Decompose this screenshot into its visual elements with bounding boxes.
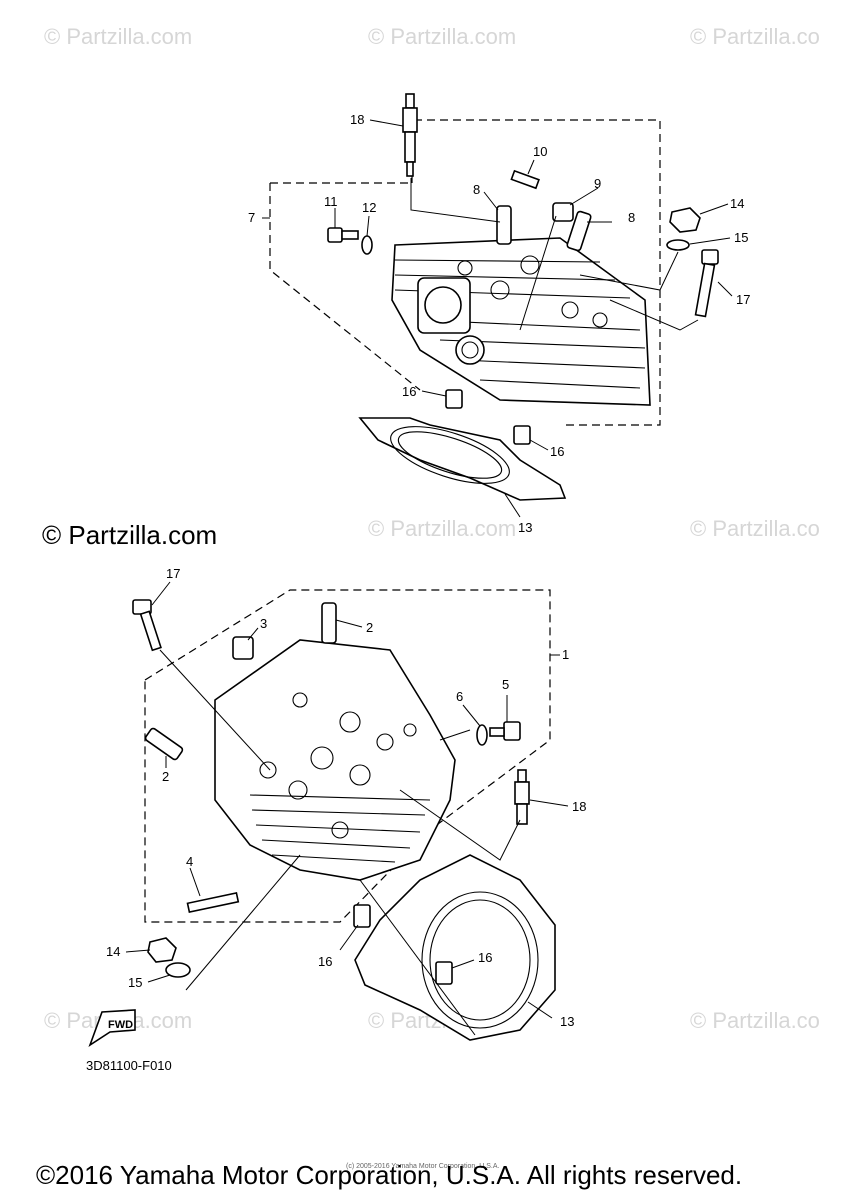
callout-16-top-b: 16: [550, 444, 564, 459]
copyright: ©2016 Yamaha Motor Corporation, U.S.A. A…: [36, 1160, 743, 1190]
callout-5: 5: [502, 677, 509, 692]
dowel-16-top-b: [513, 425, 531, 445]
stud-bolt-10: [510, 169, 540, 190]
small-print: (c) 2005-2016 Yamaha Motor Corporation, …: [346, 1163, 500, 1170]
plug-3: [232, 636, 254, 660]
callout-17-bottom: 17: [166, 566, 180, 581]
callout-15-top: 15: [734, 230, 748, 245]
callout-1: 1: [562, 647, 569, 662]
valve-guide-8a: [496, 205, 512, 245]
washer-12: [361, 235, 373, 255]
watermark-1: © Partzilla.com: [44, 24, 193, 49]
head-gasket-top: [358, 417, 567, 501]
watermark-8: © Partzilla.co: [690, 1008, 820, 1033]
bolt-17-bottom: [132, 599, 162, 652]
callout-14-top: 14: [730, 196, 744, 211]
bolt-17-top: [694, 249, 719, 318]
callout-9: 9: [594, 176, 601, 191]
callout-4: 4: [186, 854, 193, 869]
watermark-5: © Partzilla.co: [690, 516, 820, 541]
callout-3: 3: [260, 616, 267, 631]
part-code: 3D81100-F010: [86, 1058, 172, 1073]
callout-16-bottom-a: 16: [318, 954, 332, 969]
oil-plug-9: [552, 202, 574, 222]
washer-15-top: [666, 239, 690, 251]
dowel-16-bottom-a: [353, 904, 371, 928]
callout-15-bottom: 15: [128, 975, 142, 990]
callout-18-bottom: 18: [572, 799, 586, 814]
callout-6: 6: [456, 689, 463, 704]
fwd-label: FWD: [108, 1019, 133, 1031]
callout-8b: 8: [628, 210, 635, 225]
bolt-11: [327, 227, 359, 243]
assembly-1-outline: [144, 589, 551, 923]
callout-2a: 2: [366, 620, 373, 635]
washer-15-bottom: [165, 962, 191, 978]
callout-8a: 8: [473, 182, 480, 197]
nut-14-top: [669, 207, 701, 233]
callout-13-bottom: 13: [560, 1014, 574, 1029]
callout-14-bottom: 14: [106, 944, 120, 959]
callout-11: 11: [324, 194, 338, 209]
cylinder-head-rear: [391, 237, 651, 406]
fwd-arrow-icon: FWD: [88, 1009, 136, 1047]
callout-7: 7: [248, 210, 255, 225]
valve-guide-2a: [321, 602, 337, 644]
callout-17-top: 17: [736, 292, 750, 307]
dowel-16-bottom-b: [435, 961, 453, 985]
watermark-4: © Partzilla.com: [368, 516, 517, 541]
valve-guide-8b: [566, 210, 592, 252]
spark-plug-bottom: [514, 769, 530, 825]
stud-bolt-4: [186, 891, 240, 914]
cylinder-head-front: [214, 639, 456, 881]
head-gasket-bottom: [354, 854, 556, 1041]
callout-10: 10: [533, 144, 547, 159]
callout-13-top: 13: [518, 520, 532, 535]
washer-6: [476, 724, 488, 746]
partzilla-watermark: © Partzilla.com: [42, 520, 218, 550]
callout-12: 12: [362, 200, 376, 215]
valve-guide-2b: [144, 727, 184, 761]
callout-16-top-a: 16: [402, 384, 416, 399]
watermark-3: © Partzilla.co: [690, 24, 820, 49]
dowel-16-top-a: [445, 389, 463, 409]
nut-14-bottom: [147, 937, 177, 963]
callout-16-bottom-b: 16: [478, 950, 492, 965]
watermark-2: © Partzilla.com: [368, 24, 517, 49]
spark-plug-top: [402, 93, 418, 177]
callout-2b: 2: [162, 769, 169, 784]
callout-18-top: 18: [350, 112, 364, 127]
bolt-5: [489, 721, 521, 741]
